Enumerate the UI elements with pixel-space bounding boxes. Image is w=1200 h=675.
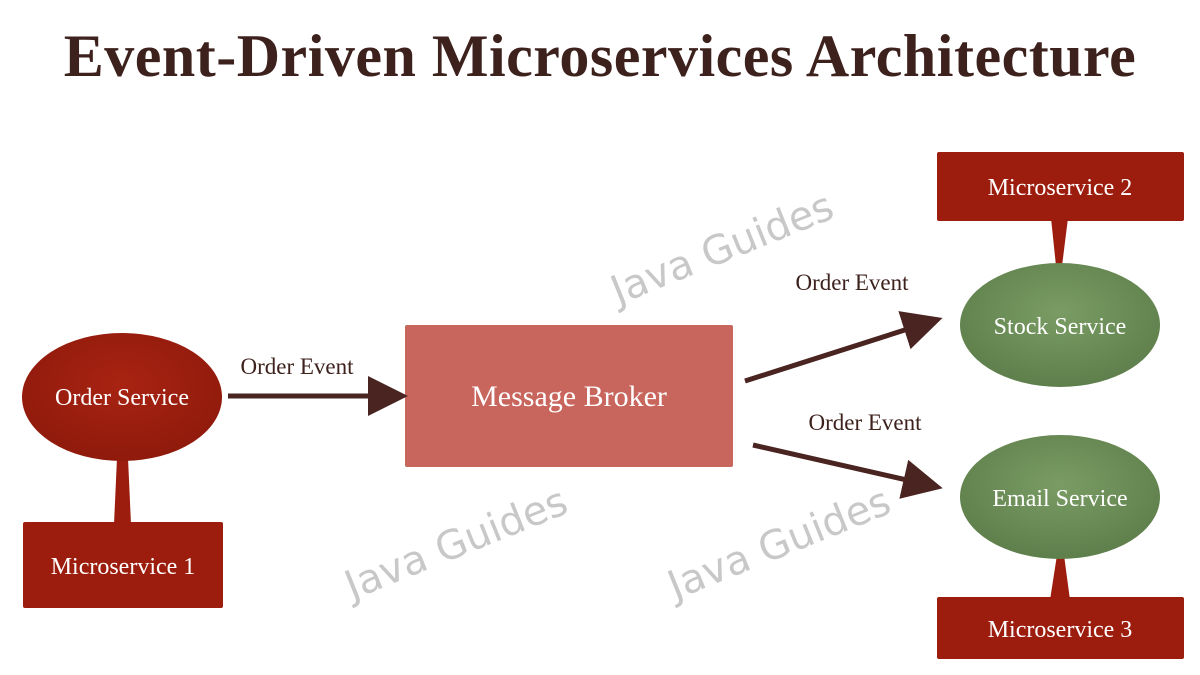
callout-pointer [114, 458, 131, 524]
watermark-1: Java Guides [602, 183, 840, 315]
message-broker-node [405, 325, 733, 467]
stock-service-label: Stock Service [994, 314, 1127, 340]
edge-broker-to-stock-label: Order Event [795, 270, 909, 295]
order-service-node [22, 333, 222, 461]
watermark-text: Java Guides [659, 478, 897, 610]
message-broker-label: Message Broker [471, 380, 667, 413]
email-service-label: Email Service [992, 486, 1127, 512]
microservice-2-group: Microservice 2 Stock Service [937, 152, 1184, 387]
watermark-text: Java Guides [602, 183, 840, 315]
watermark-3: Java Guides [659, 478, 897, 610]
microservice-2-box [937, 152, 1184, 221]
stock-service-node [960, 263, 1160, 387]
microservice-2-label: Microservice 2 [988, 175, 1133, 201]
edge-broker-to-stock [744, 311, 943, 384]
microservice-1-box [23, 522, 223, 608]
callout-pointer [1051, 218, 1068, 266]
callout-pointer [1050, 555, 1070, 600]
microservice-3-box [937, 597, 1184, 659]
watermark-2: Java Guides [336, 478, 574, 610]
microservice-3-group: Microservice 3 Email Service [937, 435, 1184, 659]
microservice-1-group: Microservice 1 Order Service [22, 333, 223, 608]
message-broker-group: Message Broker [405, 325, 733, 467]
edge-broker-to-email-label: Order Event [808, 410, 922, 435]
watermark-text: Java Guides [336, 478, 574, 610]
edge-order-to-broker-label: Order Event [240, 354, 354, 379]
microservice-3-label: Microservice 3 [988, 617, 1133, 643]
microservice-1-label: Microservice 1 [51, 554, 196, 580]
email-service-node [960, 435, 1160, 559]
edge-broker-to-email [752, 442, 943, 499]
order-service-label: Order Service [55, 385, 189, 411]
diagram-title: Event-Driven Microservices Architecture [63, 23, 1137, 89]
